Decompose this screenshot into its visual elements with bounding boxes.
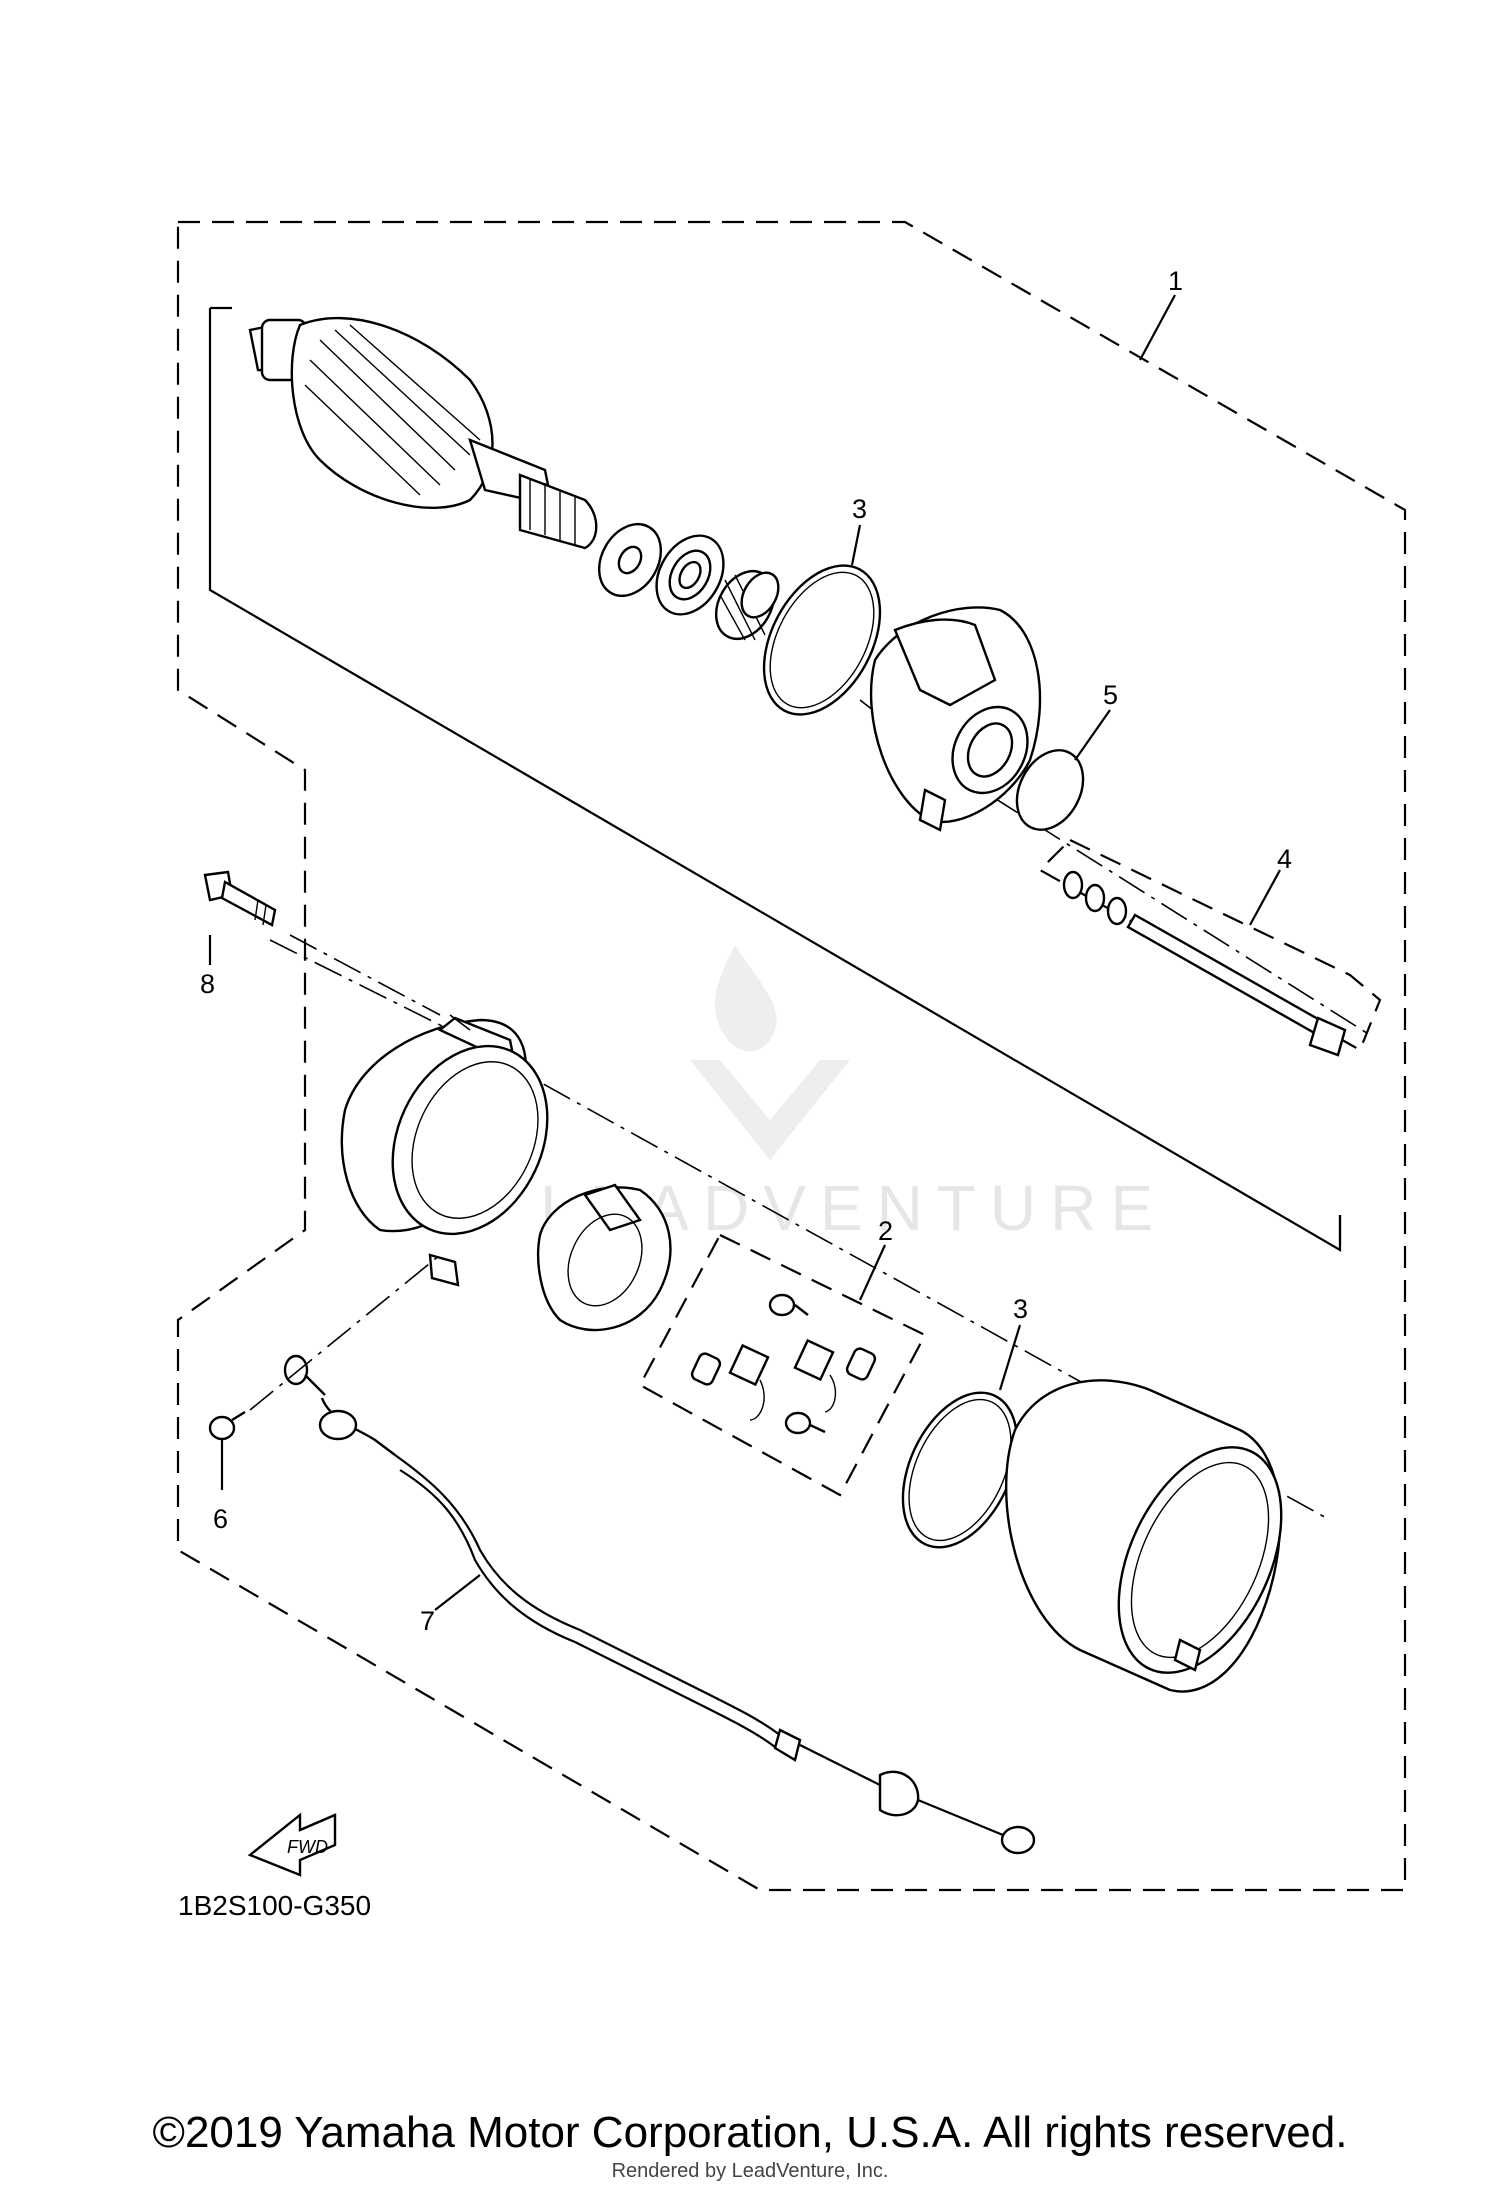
yoke-housing [1004, 1379, 1283, 1693]
callout-8: 8 [200, 969, 215, 999]
bolt-8 [203, 870, 277, 927]
brush-holder [537, 1183, 672, 1332]
lead-wire [283, 1354, 1036, 1855]
fwd-arrow-icon: FWD [247, 1812, 337, 1877]
armature [248, 317, 598, 550]
callout-5: 5 [1103, 680, 1118, 710]
callout-3-lower: 3 [1013, 1294, 1028, 1324]
rendered-by-notice: Rendered by LeadVenture, Inc. [611, 2160, 889, 2182]
callout-2: 2 [878, 1216, 893, 1246]
diagram-code: 1B2S100-G350 [178, 1890, 371, 1921]
assembly-boundary [176, 220, 1407, 1892]
group-2-boundary [638, 1233, 927, 1497]
rear-cover [340, 1016, 549, 1287]
o-ring-5 [1015, 749, 1085, 831]
group-4-boundary [1038, 838, 1382, 1052]
through-bolt-set [1062, 870, 1347, 1057]
screw-6 [208, 1410, 246, 1441]
callout-3-top: 3 [852, 494, 867, 524]
callout-4: 4 [1277, 844, 1292, 874]
front-cover [870, 606, 1042, 832]
callout-1: 1 [1168, 266, 1183, 296]
needle-bearing [714, 570, 780, 641]
fwd-label: FWD [287, 1837, 328, 1857]
callout-7: 7 [420, 1606, 435, 1636]
callout-leaders [208, 294, 1281, 1611]
callout-6: 6 [213, 1504, 228, 1534]
washer [597, 523, 663, 597]
brush-set [690, 1293, 877, 1435]
bearing [655, 534, 725, 616]
copyright-notice: ©2019 Yamaha Motor Corporation, U.S.A. A… [152, 2108, 1348, 2157]
